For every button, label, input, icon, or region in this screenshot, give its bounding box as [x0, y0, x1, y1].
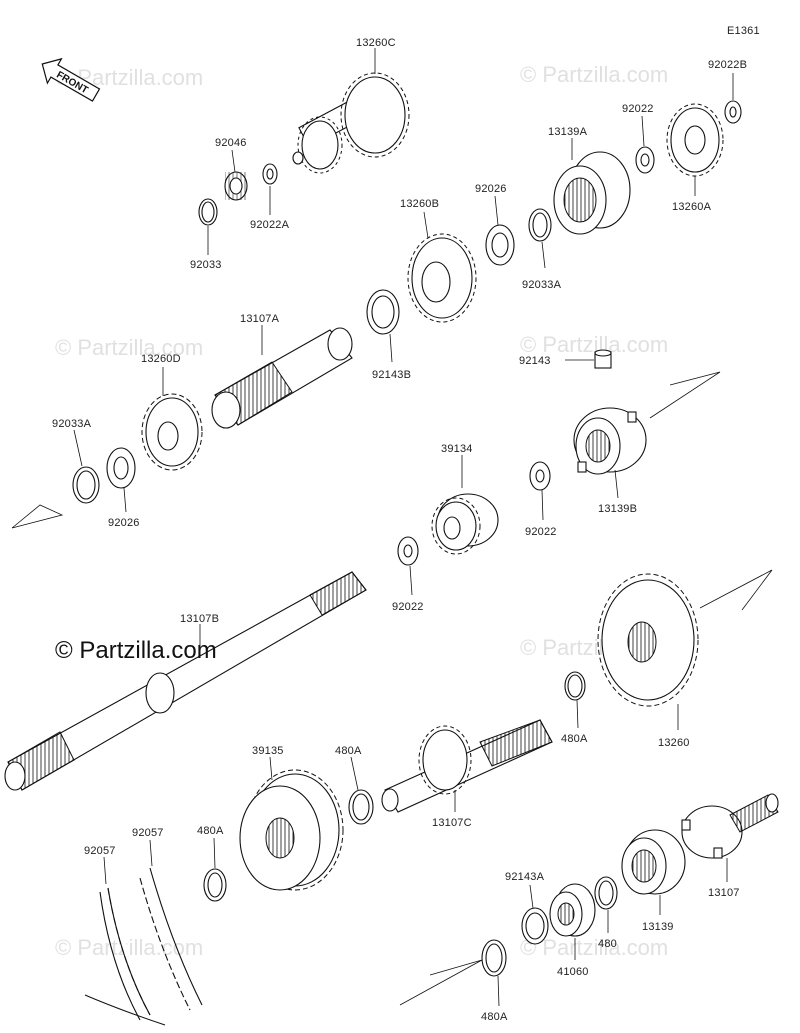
direction-arrow	[399, 959, 483, 1006]
direction-arrow	[649, 371, 721, 419]
part-label: 13260D	[141, 353, 181, 365]
part-label: 39134	[441, 443, 473, 455]
part-label: 13260A	[672, 201, 712, 213]
part-label: 92022	[392, 601, 424, 613]
part-label: 13260B	[400, 198, 439, 210]
gear-13260	[597, 573, 699, 707]
part-label: 92026	[108, 517, 140, 529]
part-label: 92143A	[505, 871, 545, 883]
part-label: 13139B	[598, 503, 637, 515]
part-label: 480A	[335, 745, 362, 757]
gear-39134	[431, 493, 499, 555]
hub-13139	[621, 829, 686, 895]
shaft-13107B	[4, 571, 367, 791]
bearing-92046	[224, 171, 248, 201]
part-label: 480A	[197, 825, 224, 837]
part-label: 92022	[525, 526, 557, 538]
part-label: 92026	[475, 183, 507, 195]
part-label: 92046	[215, 137, 247, 149]
hub-41060	[549, 883, 596, 937]
part-label: 92022B	[708, 59, 747, 71]
part-label: 92143B	[372, 369, 411, 381]
part-label: 92033	[190, 259, 222, 271]
part-label: 13260	[658, 737, 690, 749]
gear-13139A	[553, 151, 631, 235]
gear-13260D	[141, 393, 203, 471]
part-label: 92033A	[522, 279, 562, 291]
part-label: 480	[598, 938, 617, 950]
part-label: 13139	[642, 921, 674, 933]
part-label: 13107A	[240, 313, 280, 325]
part-label: 13107	[708, 887, 740, 899]
part-label: 92022A	[250, 219, 290, 231]
direction-arrow	[699, 569, 773, 611]
copyright-text: © Partzilla.com	[55, 637, 217, 664]
part-label: 92143	[519, 355, 551, 367]
watermark: © Partzilla.com	[55, 335, 203, 360]
gear-13260C	[292, 72, 410, 174]
figure-code: E1361	[727, 25, 760, 37]
gear-13260A	[666, 103, 724, 177]
part-label: 13260C	[356, 37, 396, 49]
part-label: 92057	[132, 827, 164, 839]
gear-13260B	[407, 233, 477, 323]
part-label: 480A	[481, 1011, 508, 1023]
watermark: © Partzilla.com	[520, 62, 668, 87]
watermark-group: © Partzilla.com © Partzilla.com © Partzi…	[55, 62, 668, 960]
shaft-13107C	[381, 719, 553, 813]
shaft-13107	[681, 793, 779, 859]
direction-arrow	[11, 504, 64, 529]
shaft-13107A	[211, 327, 353, 429]
part-label: 480A	[561, 733, 588, 745]
part-label: 92022	[622, 103, 654, 115]
part-label: 39135	[252, 745, 284, 757]
hub-13139B	[573, 407, 647, 475]
part-label: 13139A	[548, 126, 588, 138]
watermark: © Partzilla.com	[520, 935, 668, 960]
watermark: © Partzilla.com	[520, 332, 668, 357]
part-label: 92057	[84, 845, 116, 857]
part-label: 41060	[557, 966, 589, 978]
part-label: 92033A	[52, 418, 92, 430]
gear-39135	[239, 769, 344, 891]
part-label: 13107B	[180, 613, 219, 625]
part-label: 13107C	[432, 817, 472, 829]
chain-92057	[84, 867, 203, 1026]
